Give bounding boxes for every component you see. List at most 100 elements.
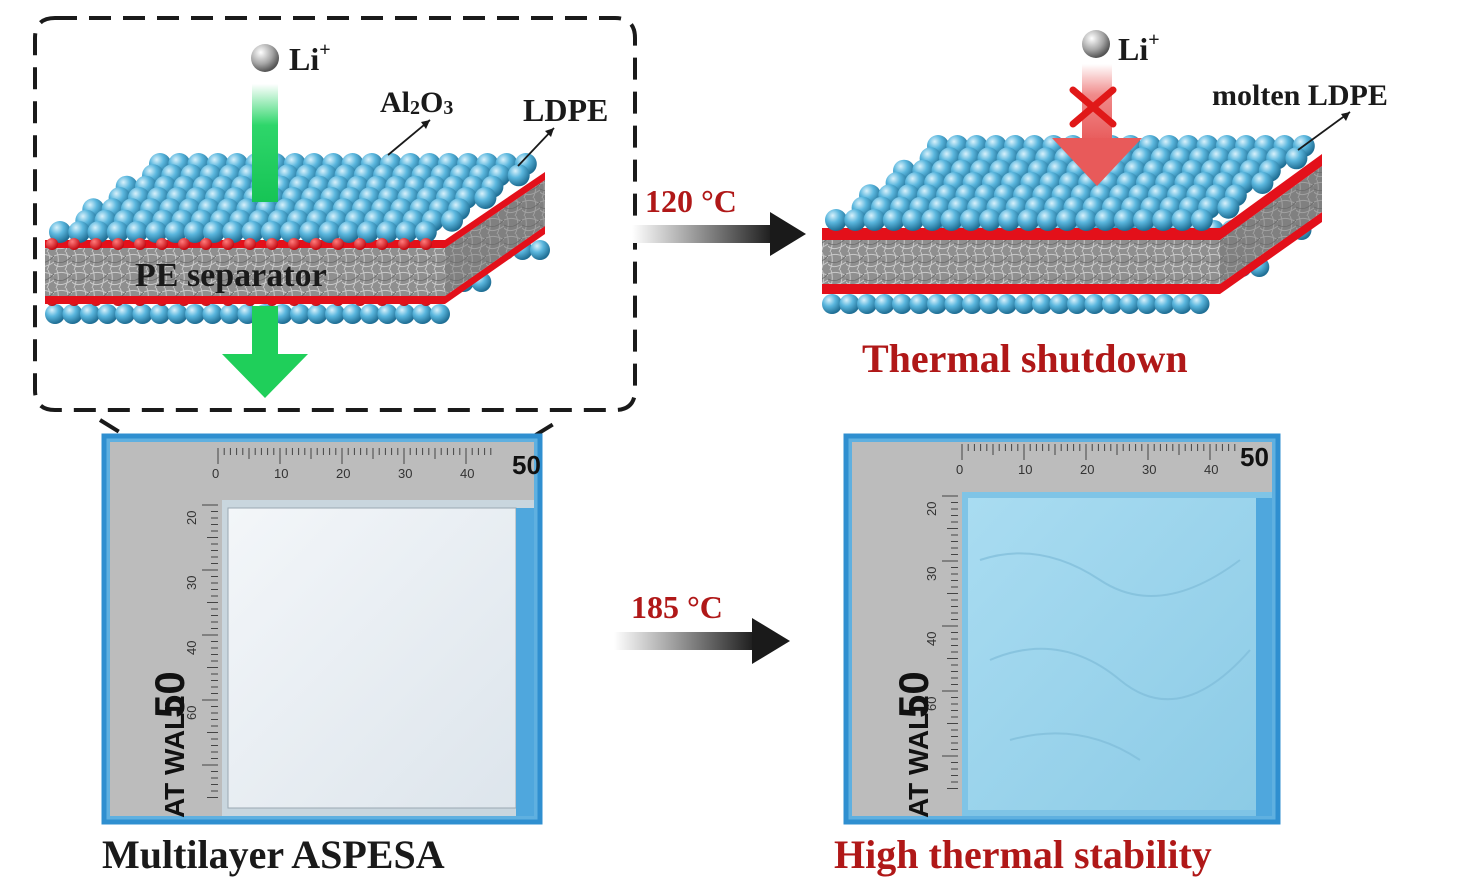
alumina-particle (839, 294, 860, 314)
alumina-particle (414, 221, 437, 243)
alumina-particle (474, 187, 497, 209)
alumina-particle (962, 294, 982, 314)
ldpe-bead (46, 238, 58, 250)
alumina-particle (307, 304, 328, 324)
molten-ldpe-top (822, 154, 1322, 240)
ldpe-bead (332, 238, 344, 250)
alumina-particle (998, 209, 1021, 231)
alumina-particle (909, 294, 930, 314)
arrow-185c (614, 618, 790, 664)
ldpe-bead (222, 238, 234, 250)
al2o3-pointer (387, 119, 431, 156)
alumina-particle (62, 304, 83, 324)
alumina-particle (944, 294, 965, 314)
alumina-particle (80, 304, 100, 324)
ruler-tick-label: 10 (274, 466, 288, 481)
ruler-side-tick-label: 30 (184, 576, 199, 590)
alumina-particle (395, 221, 418, 243)
ruler-side-tick-label: 30 (924, 567, 939, 581)
ruler-tick-label: 20 (1080, 462, 1094, 477)
alumina-particle (412, 304, 433, 324)
alumina-particle (530, 240, 550, 260)
alumina-particle (874, 294, 895, 314)
alumina-particle (844, 209, 867, 231)
alumina-particle (997, 294, 1017, 314)
alumina-particle (337, 221, 360, 243)
alumina-particle (68, 221, 91, 243)
alumina-particle (1189, 294, 1210, 314)
alumina-particle (507, 164, 530, 187)
alumina-particle (126, 221, 148, 243)
ruler-tick-label: 40 (460, 466, 474, 481)
alumina-particle (959, 209, 982, 231)
ruler-big-50-side-right: 50 (890, 671, 937, 718)
al2o3-label: Al2O3 (380, 86, 453, 119)
alumina-particle (376, 221, 399, 243)
alumina-particle (150, 304, 170, 324)
alumina-particle (1152, 209, 1175, 231)
molten-ldpe-bottom (822, 212, 1322, 294)
ruler-tick-label: 30 (1142, 462, 1156, 477)
alumina-particle (1067, 294, 1087, 314)
ldpe-bead (68, 238, 80, 250)
li-ion-pass-arrow (222, 84, 308, 398)
alumina-particle (940, 209, 963, 231)
alumina-particle (97, 304, 118, 324)
alumina-particle (902, 209, 924, 231)
alumina-particle (1171, 209, 1194, 231)
alumina-particle (222, 221, 245, 243)
ldpe-bead (112, 238, 124, 250)
ruler-side-tick-label: 40 (184, 641, 199, 655)
alumina-particle (1217, 196, 1240, 219)
alumina-particle (1251, 172, 1274, 194)
ruler-tick-label: 0 (212, 466, 219, 481)
alumina-particle (1032, 294, 1052, 314)
alumina-particle (1056, 209, 1078, 231)
ruler-side-tick-label: 60 (924, 697, 939, 711)
alumina-particle (927, 294, 947, 314)
thermal-shutdown-caption: Thermal shutdown (862, 336, 1188, 381)
molten-ldpe-label: molten LDPE (1212, 79, 1388, 112)
ldpe-bead (90, 238, 102, 250)
ruler-big-50-top-right: 50 (1240, 442, 1269, 472)
alumina-particle (1172, 294, 1192, 314)
alumina-particle (1113, 209, 1136, 231)
ruler-side-tick-label: 40 (924, 632, 939, 646)
alumina-particle (185, 304, 205, 324)
ruler-big-50-side: 50 (146, 671, 193, 718)
alumina-particle (1190, 209, 1213, 231)
alumina-particle (115, 304, 135, 324)
alumina-particle (395, 304, 415, 324)
high-thermal-stability-caption: High thermal stability (834, 832, 1212, 877)
ldpe-bead (266, 238, 278, 250)
alumina-particle (45, 304, 65, 324)
ldpe-bead (244, 238, 256, 250)
alumina-particle (857, 294, 877, 314)
zoom-callout-box (33, 16, 637, 412)
ruler-side-tick-label: 20 (924, 502, 939, 516)
ruler-side-tick-label: 60 (184, 706, 199, 720)
ldpe-bead (398, 238, 410, 250)
alumina-particle (1049, 294, 1070, 314)
alumina-top-layer-right (825, 135, 1315, 231)
alumina-particle (280, 221, 302, 243)
ldpe-label: LDPE (523, 92, 608, 128)
alumina-particle (132, 304, 153, 324)
alumina-particle (357, 221, 379, 243)
alumina-particle (318, 221, 341, 243)
alumina-particle (360, 304, 380, 324)
ldpe-bead (420, 238, 432, 250)
alumina-particle (1084, 294, 1105, 314)
alumina-particle (183, 221, 206, 243)
alumina-particle (1036, 209, 1059, 231)
li-ion-sphere (251, 44, 279, 72)
ruler-big-50-top: 50 (512, 450, 541, 480)
alumina-particle (430, 304, 450, 324)
multilayer-aspesa-caption: Multilayer ASPESA (102, 832, 445, 877)
alumina-particle (342, 304, 363, 324)
arrow-120c (632, 212, 806, 256)
ldpe-bead (178, 238, 190, 250)
alumina-particle (106, 221, 129, 243)
